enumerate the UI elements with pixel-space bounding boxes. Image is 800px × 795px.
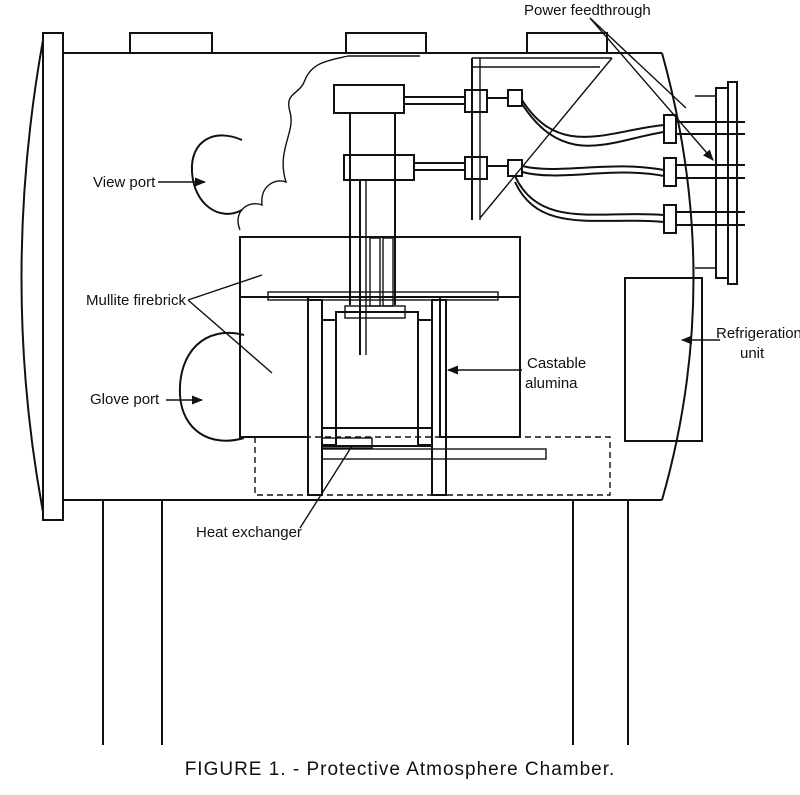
label-mullite-firebrick: Mullite firebrick [86,292,187,309]
refrigeration-unit [624,277,703,442]
label-castable-line1: Castable [527,355,586,372]
label-power-feedthrough: Power feedthrough [524,2,651,19]
view-port-shape [190,134,243,215]
bus-bars [404,57,613,220]
crucible [335,311,419,429]
leader-lines [158,17,720,529]
label-view-port: View port [93,174,156,191]
figure-caption: FIGURE 1. - Protective Atmosphere Chambe… [185,759,616,780]
power-feedthrough-flange [663,81,745,285]
glove-port-shape [178,331,245,442]
label-castable-line2: alumina [525,375,578,392]
castable-alumina [307,299,447,496]
label-refrigeration-line1: Refrigeration [716,325,800,342]
heat-exchanger-tube [321,437,547,460]
label-refrigeration-line2: unit [740,345,765,362]
label-glove-port: Glove port [90,391,160,408]
end-door [42,32,64,521]
top-port-right [526,32,608,54]
top-port-center [345,32,427,54]
power-cables [514,99,665,223]
cutaway-outline [237,55,420,231]
support-legs [102,500,629,745]
top-port-left [129,32,213,54]
label-heat-exchanger: Heat exchanger [196,524,302,541]
electrode-assembly [333,84,415,355]
